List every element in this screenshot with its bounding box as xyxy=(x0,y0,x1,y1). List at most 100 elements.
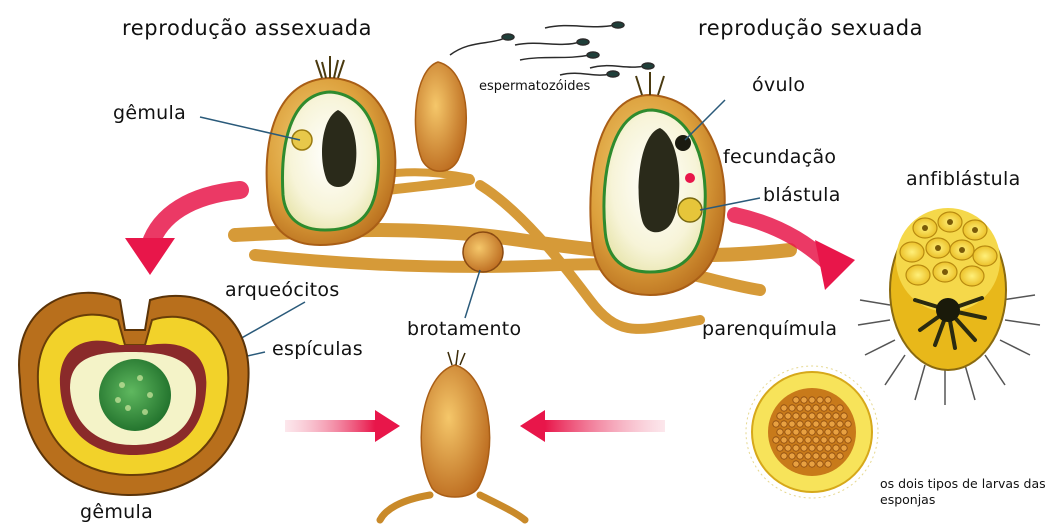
parenchymula-cell xyxy=(841,429,847,435)
parenchymula-cell xyxy=(801,445,807,451)
parenchymula-cell xyxy=(793,429,799,435)
fertilization-mark xyxy=(685,173,695,183)
parenchymula-cell xyxy=(797,405,803,411)
amphiblastula-label: anfiblástula xyxy=(906,170,1021,189)
parenchymula-cell xyxy=(817,397,823,403)
parenchymula-cell xyxy=(841,413,847,419)
parenchymula-cell xyxy=(833,429,839,435)
sponge-asexual xyxy=(267,56,396,245)
ovule-label: óvulo xyxy=(752,76,805,95)
parenchymula-cell xyxy=(805,453,811,459)
parenchymula-cell xyxy=(773,437,779,443)
sponge-sexual xyxy=(590,72,724,295)
parenchymula-cell xyxy=(817,461,823,467)
parenchymula-cell xyxy=(809,445,815,451)
parenchymula-cell xyxy=(785,429,791,435)
parenchymula-cell xyxy=(841,445,847,451)
parenchymula-cell xyxy=(833,413,839,419)
parenchymula-cell xyxy=(821,405,827,411)
sponge-bottom-bud xyxy=(380,350,525,520)
parenchymula xyxy=(746,366,878,498)
sexual-reproduction-title: reprodução sexuada xyxy=(698,18,923,39)
parenchymula-cell xyxy=(793,461,799,467)
parenchymula-cell xyxy=(829,453,835,459)
parenchymula-cell xyxy=(785,413,791,419)
parenchymula-cell xyxy=(821,453,827,459)
larvae-note: os dois tipos de larvas das esponjas xyxy=(880,476,1062,507)
parenchymula-cell xyxy=(837,405,843,411)
parenchymula-cell xyxy=(837,437,843,443)
parenchymula-cell xyxy=(825,429,831,435)
parenchymula-cell xyxy=(777,413,783,419)
parenchymula-cell xyxy=(845,437,851,443)
budding-label: brotamento xyxy=(407,320,522,339)
sponge-middle-bud xyxy=(415,62,466,171)
budding-knob xyxy=(463,232,503,272)
parenchymula-cell xyxy=(781,453,787,459)
amphiblastula xyxy=(858,208,1040,405)
parenchymula-label: parenquímula xyxy=(702,320,837,339)
parenchymula-cell xyxy=(785,445,791,451)
parenchymula-cell xyxy=(805,421,811,427)
parenchymula-cell xyxy=(813,421,819,427)
parenchymula-cell xyxy=(829,421,835,427)
gemmule-label-top: gêmula xyxy=(113,104,186,123)
parenchymula-cell xyxy=(777,429,783,435)
parenchymula-cell xyxy=(813,453,819,459)
parenchymula-cell xyxy=(837,421,843,427)
blastula-cell xyxy=(678,198,702,222)
parenchymula-cell xyxy=(829,405,835,411)
osculum-hairs xyxy=(316,56,344,78)
gemmule-large xyxy=(19,293,249,495)
parenchymula-cell xyxy=(813,437,819,443)
parenchymula-cell xyxy=(805,405,811,411)
parenchymula-cell xyxy=(793,397,799,403)
parenchymula-cell xyxy=(833,445,839,451)
parenchymula-cell xyxy=(797,437,803,443)
spermatozoa-label: espermatozóides xyxy=(479,80,590,93)
parenchymula-cell xyxy=(825,397,831,403)
parenchymula-cell xyxy=(825,413,831,419)
parenchymula-cell xyxy=(825,445,831,451)
parenchymula-cell xyxy=(801,461,807,467)
parenchymula-cell xyxy=(829,437,835,443)
gemmule-label-bottom: gêmula xyxy=(80,503,153,522)
parenchymula-cell xyxy=(789,453,795,459)
parenchymula-cell xyxy=(789,421,795,427)
parenchymula-cell xyxy=(801,397,807,403)
parenchymula-cell xyxy=(809,413,815,419)
fertilization-label: fecundação xyxy=(723,148,836,167)
parenchymula-cell xyxy=(801,413,807,419)
parenchymula-cell xyxy=(793,445,799,451)
parenchymula-cell xyxy=(813,405,819,411)
parenchymula-cell xyxy=(817,413,823,419)
parenchymula-cell xyxy=(789,437,795,443)
parenchymula-cell xyxy=(801,429,807,435)
parenchymula-cell xyxy=(789,405,795,411)
archaeocytes-label: arqueócitos xyxy=(225,281,340,300)
asexual-reproduction-title: reprodução assexuada xyxy=(122,18,372,39)
parenchymula-cell xyxy=(805,437,811,443)
parenchymula-cell xyxy=(809,461,815,467)
parenchymula-cell xyxy=(845,421,851,427)
spicules-label: espículas xyxy=(272,340,363,359)
blastula-label: blástula xyxy=(763,186,841,205)
parenchymula-cell xyxy=(777,445,783,451)
parenchymula-cell xyxy=(773,421,779,427)
spermatozoa xyxy=(450,22,654,77)
parenchymula-cell xyxy=(837,453,843,459)
parenchymula-cell xyxy=(781,405,787,411)
parenchymula-cell xyxy=(781,437,787,443)
parenchymula-cell xyxy=(781,421,787,427)
parenchymula-cell xyxy=(821,437,827,443)
parenchymula-cell xyxy=(821,421,827,427)
parenchymula-cell xyxy=(825,461,831,467)
parenchymula-cell xyxy=(797,421,803,427)
parenchymula-cell xyxy=(809,429,815,435)
parenchymula-cell xyxy=(817,429,823,435)
gemmule-dot xyxy=(292,130,312,150)
parenchymula-cell xyxy=(809,397,815,403)
parenchymula-cell xyxy=(793,413,799,419)
parenchymula-cell xyxy=(817,445,823,451)
